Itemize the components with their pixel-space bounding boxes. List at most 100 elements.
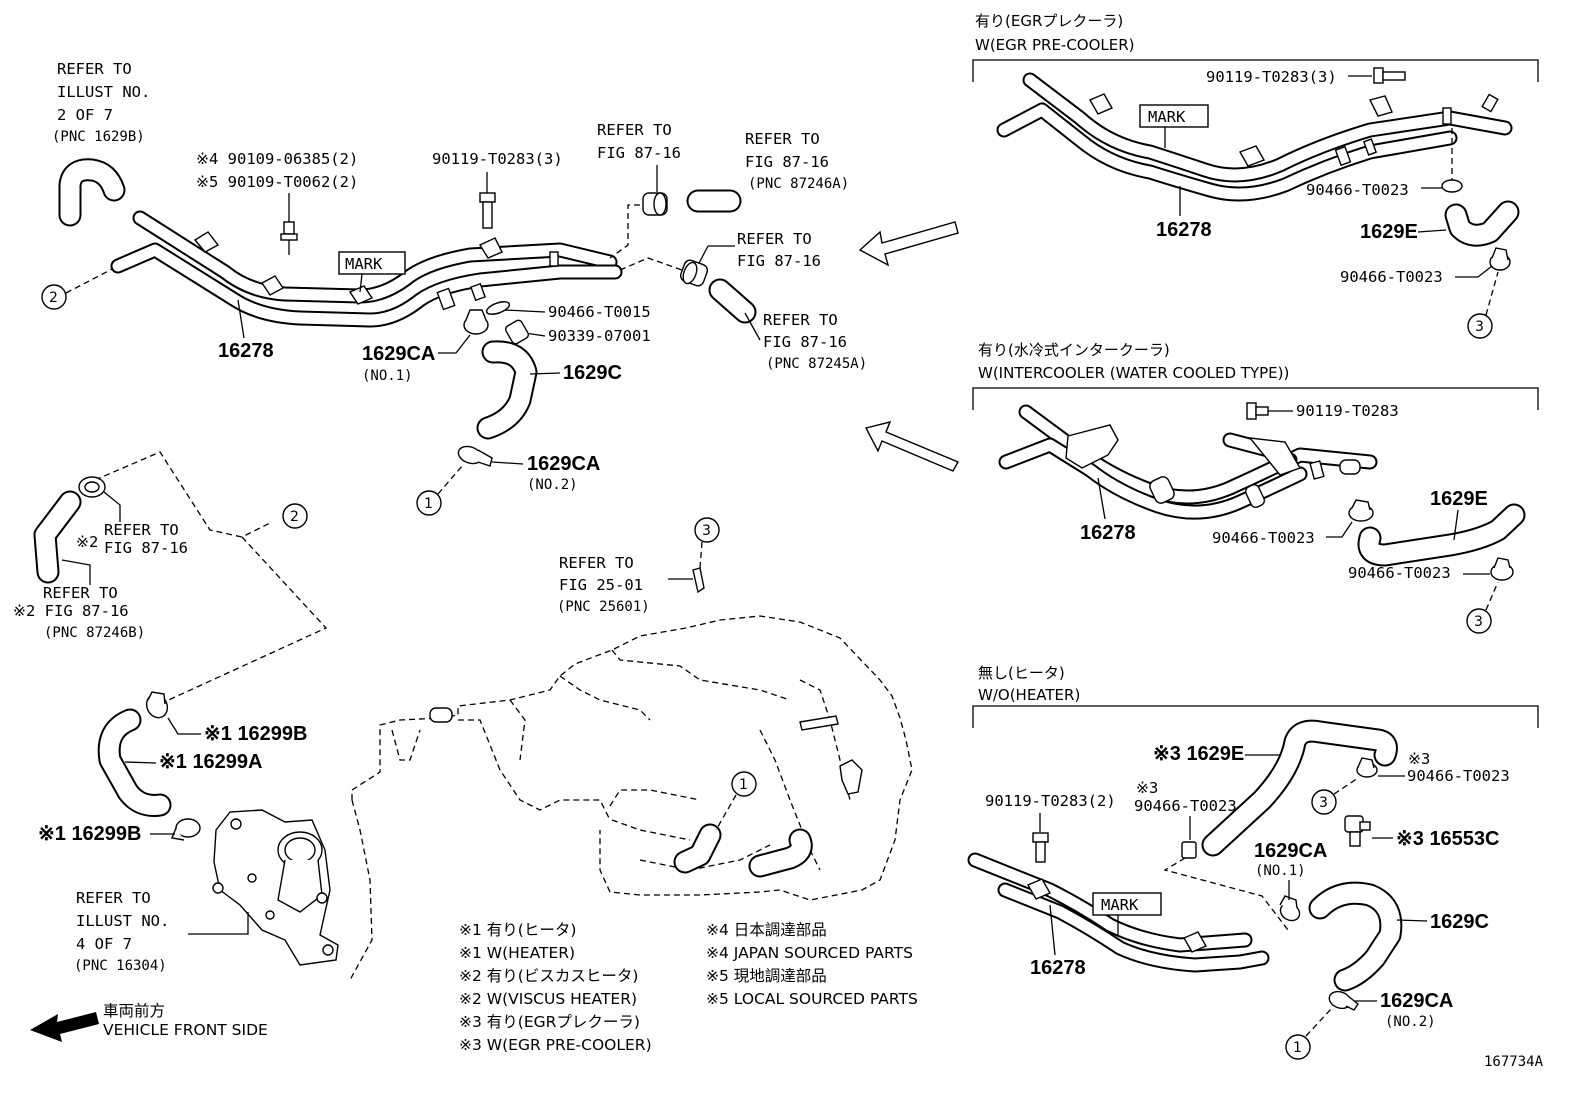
mark-label-top: MARK [345, 255, 383, 273]
refer-fig25-line3: (PNC 25601) [557, 599, 650, 615]
refer-visc-b-line2: ※2 FIG 87-16 [13, 602, 129, 620]
ic-title-jp: 有り(水冷式インタークーラ) [978, 341, 1170, 359]
nh-clamp-1629ca-no1-icon [1279, 895, 1301, 922]
pipe-16278-top [110, 210, 623, 328]
callout-2-top-left-num: 2 [49, 290, 58, 306]
nh-mark-box [1092, 892, 1162, 916]
arrow-left-lower [864, 420, 959, 472]
ic-pipe-label: 16278 [1080, 522, 1136, 544]
refer-fig25-line2: FIG 25-01 [559, 576, 643, 594]
callout-3-ic [1466, 608, 1492, 634]
ic-clamp-b-icon [1490, 557, 1514, 581]
callout-3-ic-num: 3 [1474, 614, 1483, 630]
callout-2-left-mid-num: 2 [290, 509, 299, 525]
hose-visc [33, 490, 82, 584]
clamp-1629ca-no2-icon [457, 445, 493, 467]
vehicle-front-indicator: 車両前方 VEHICLE FRONT SIDE [30, 1002, 268, 1042]
callout-3-center [694, 517, 720, 543]
egr-hose-1629e [1444, 200, 1520, 247]
refer-visc-b-line3: (PNC 87246B) [44, 625, 145, 641]
ic-hose-label: 1629E [1430, 488, 1488, 510]
nh-part-16553c: ※3 16553C [1396, 828, 1500, 850]
nh-clamp-1629ca-no2-sub: (NO.2) [1385, 1014, 1436, 1030]
clamp-1629ca-no2: 1629CA [527, 453, 600, 475]
part-16299b-bottom: ※1 16299B [38, 823, 142, 845]
stud-note5: ※5 90109-T0062(2) [196, 173, 358, 191]
section-intercooler: 有り(水冷式インタークーラ) W(INTERCOOLER (WATER COOL… [972, 341, 1539, 634]
engine-small-hose-2 [748, 828, 813, 878]
note-2-jp: ※2 有り(ビスカスヒータ) [459, 967, 638, 985]
refer-illust-4-line3: 4 OF 7 [76, 935, 132, 953]
vehicle-front-jp: 車両前方 [103, 1002, 165, 1020]
refer-fig-d-line2: FIG 87-16 [763, 333, 847, 351]
egr-pipe-label: 16278 [1156, 219, 1212, 241]
nh-mark-label: MARK [1101, 896, 1139, 914]
callout-3-nh-num: 3 [1319, 795, 1328, 811]
bolt-icon-top [479, 192, 496, 229]
nh-pipe-label: 16278 [1030, 957, 1086, 979]
clamp-16299b-bottom-icon [171, 818, 201, 841]
clamp-1629ca-no1-sub: (NO.1) [362, 368, 413, 384]
left-middle-assembly: 2 ※2 REFER TO FIG 87-16 REFER TO ※2 FIG … [13, 451, 339, 974]
refer-visc-a-note: ※2 [76, 533, 98, 551]
refer-illust-2-line2: ILLUST NO. [57, 83, 150, 101]
short-hose-fig-d [708, 278, 757, 324]
ic-hose-1629e [1357, 503, 1526, 567]
egr-mark-label: MARK [1148, 108, 1186, 126]
refer-illust-4-line1: REFER TO [76, 889, 151, 907]
hose-1629b [58, 158, 126, 227]
ic-bolt-icon [1246, 402, 1269, 420]
note-2-en: ※2 W(VISCUS HEATER) [459, 990, 637, 1008]
plug-90339-07001: 90339-07001 [548, 327, 651, 345]
egr-hose-label: 1629E [1360, 221, 1418, 243]
egr-clamp-b: 90466-T0023 [1340, 268, 1443, 286]
egr-mark-box [1139, 104, 1209, 128]
callout-1-top [416, 490, 442, 516]
nh-clamp-top-icon [1356, 757, 1378, 778]
bolt-90119-top: 90119-T0283(3) [432, 150, 563, 168]
refer-illust-2-line4: (PNC 1629B) [52, 129, 145, 145]
nh-clamp2-icon [1181, 841, 1197, 859]
egr-title-jp: 有り(EGRプレクーラ) [975, 12, 1123, 30]
refer-fig-b-line2: FIG 87-16 [745, 153, 829, 171]
refer-illust-2-line1: REFER TO [57, 60, 132, 78]
refer-fig25-line1: REFER TO [559, 554, 634, 572]
egr-clamp-a: 90466-T0023 [1306, 181, 1409, 199]
top-left-assembly: REFER TO ILLUST NO. 2 OF 7 (PNC 1629B) 2 [41, 60, 867, 516]
refer-illust-4-line4: (PNC 16304) [74, 958, 167, 974]
ic-clamp-a: 90466-T0023 [1212, 529, 1315, 547]
nh-clamp-part: 90466-T0023 [1407, 767, 1510, 785]
clamp-1629ca-no1-icon [463, 309, 489, 335]
clamp-visc-icon [78, 476, 106, 498]
note-4-en: ※4 JAPAN SOURCED PARTS [706, 944, 913, 962]
vehicle-front-arrow-icon [30, 1012, 99, 1042]
small-clamp-fig-c [679, 259, 709, 287]
note-5-en: ※5 LOCAL SOURCED PARTS [706, 990, 918, 1008]
hose-1629c-top [476, 340, 538, 440]
ic-clamp-b: 90466-T0023 [1348, 564, 1451, 582]
stud-note4: ※4 90109-06385(2) [196, 150, 358, 168]
nh-bolt-icon [1032, 832, 1049, 863]
note-5-jp: ※5 現地調達部品 [706, 967, 827, 985]
refer-fig-a-line2: FIG 87-16 [597, 144, 681, 162]
hose-1629c-top-label: 1629C [563, 362, 622, 384]
nh-title-en: W/O(HEATER) [978, 686, 1080, 704]
clamp-1629ca-no1: 1629CA [362, 343, 435, 365]
note-3-jp: ※3 有り(EGRプレクーラ) [459, 1013, 640, 1031]
vehicle-front-en: VEHICLE FRONT SIDE [103, 1021, 268, 1039]
stud-bolt-icon [280, 193, 298, 255]
refer-fig-b-line1: REFER TO [745, 130, 820, 148]
callout-2-left-mid [282, 503, 308, 529]
nh-clamp-1629ca-no2: 1629CA [1380, 990, 1453, 1012]
pipe-16278-top-label: 16278 [218, 340, 274, 362]
callout-1-engine [731, 771, 757, 797]
mark-box-top [338, 251, 406, 275]
nh-hose-1629e [1201, 719, 1398, 857]
callout-1-nh [1285, 1034, 1311, 1060]
note-4-jp: ※4 日本調達部品 [706, 921, 827, 939]
nh-clamp-1629ca-no2-icon [1328, 990, 1359, 1011]
nh-pipe-16278 [967, 852, 1270, 973]
callout-1-top-num: 1 [424, 496, 433, 512]
footnotes: ※1 有り(ヒータ) ※1 W(HEATER) ※2 有り(ビスカスヒータ) ※… [459, 921, 918, 1054]
part-16553c-icon [1344, 815, 1371, 847]
